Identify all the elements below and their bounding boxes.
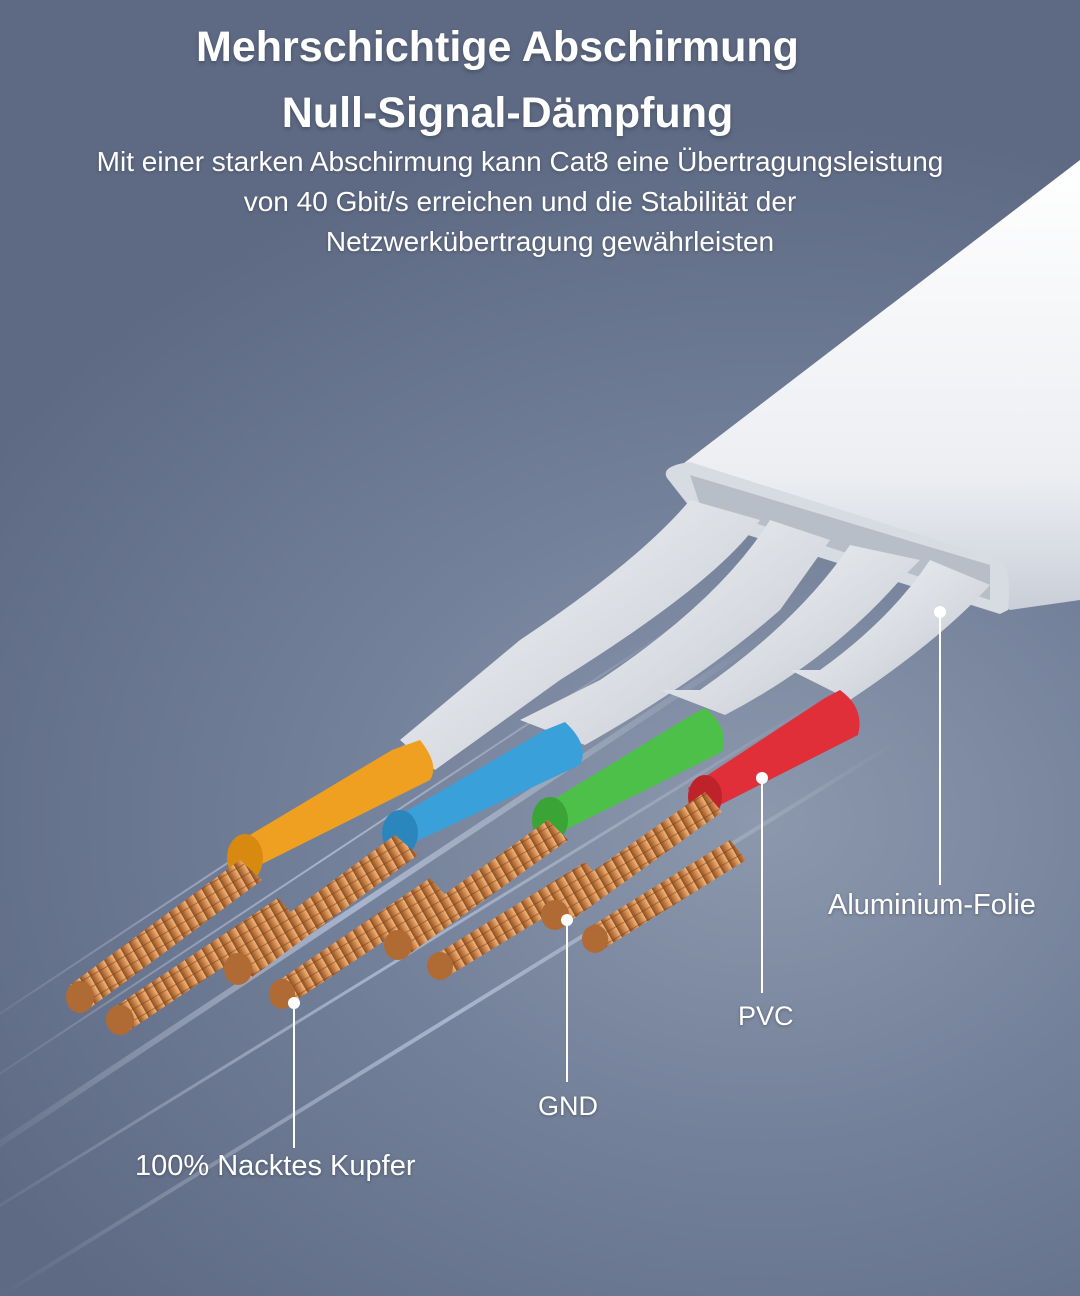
callout-aluminium-foil: Aluminium-Folie [828, 889, 1036, 921]
description-line-2: von 40 Gbit/s erreichen und die Stabilit… [243, 186, 797, 217]
headline-line-2: Null-Signal-Dämpfung [281, 89, 734, 137]
callout-bare-copper: 100% Nacktes Kupfer [135, 1150, 416, 1182]
description-line-1: Mit einer starken Abschirmung kann Cat8 … [96, 146, 944, 177]
bare-copper-conductors [66, 792, 746, 1035]
callout-lines [288, 606, 946, 1148]
callout-gnd: GND [538, 1091, 598, 1121]
callout-pvc: PVC [738, 1001, 794, 1031]
headline-line-1: Mehrschichtige Abschirmung [196, 23, 799, 71]
foil-shielded-pairs [400, 500, 990, 770]
description-line-3: Netzwerkübertragung gewährleisten [325, 226, 775, 257]
